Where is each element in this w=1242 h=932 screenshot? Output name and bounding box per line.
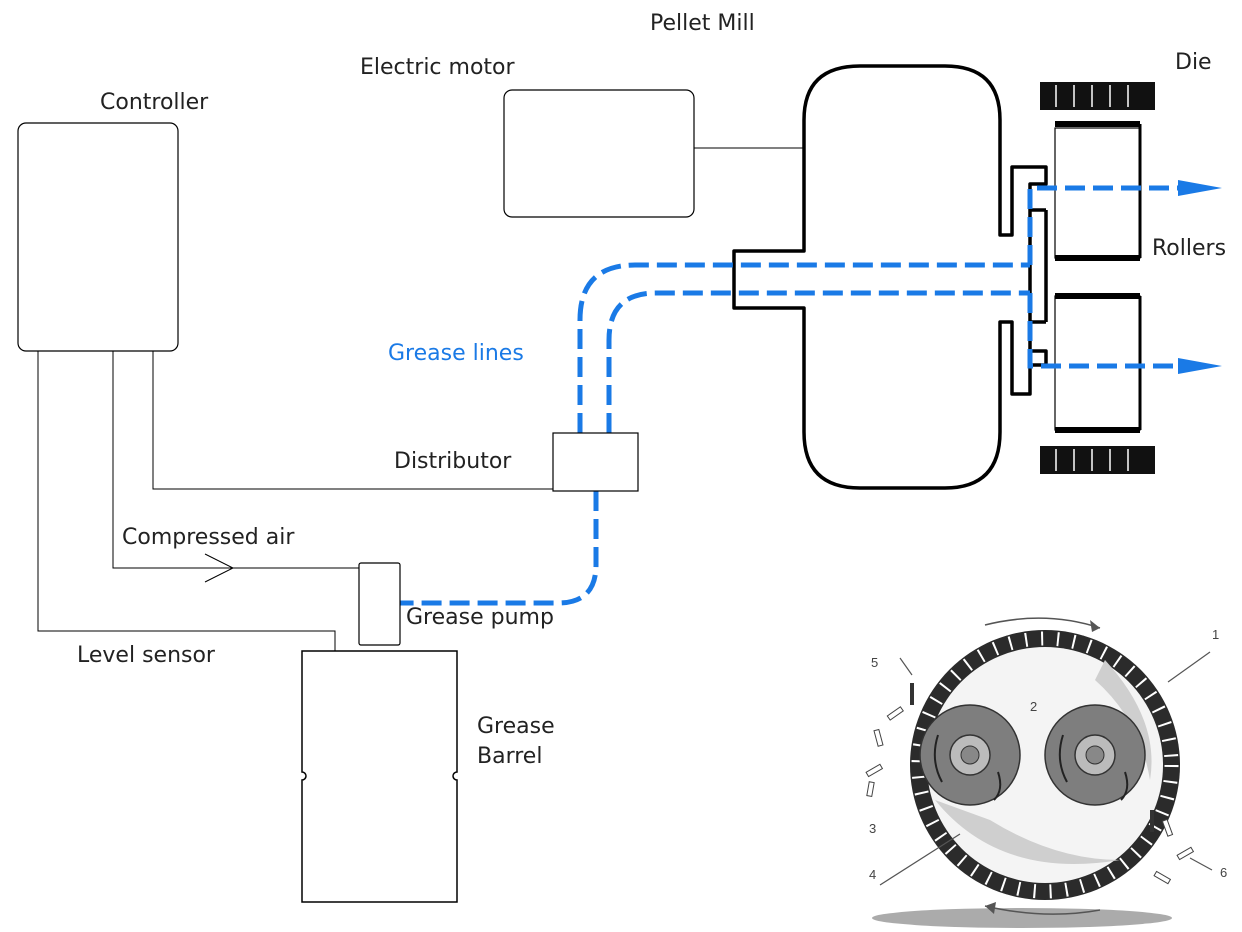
die-label: Die (1175, 50, 1212, 75)
grease-line-upper-branch (1027, 185, 1190, 265)
die-bottom (1040, 446, 1155, 474)
die-figure-number: 4 (869, 867, 877, 882)
die-figure-number: 6 (1220, 865, 1228, 880)
grease-arrow-upper (1178, 180, 1222, 196)
upper-roller (1054, 121, 1142, 261)
grease-barrel-label-line1: Grease (477, 714, 555, 739)
die-figure-number: 1 (1212, 627, 1220, 642)
die-roller-illustration (865, 617, 1213, 928)
grease-barrel-label-line2: Barrel (477, 744, 543, 769)
die-figure-number: 2 (1030, 699, 1038, 714)
die-figure-number: 5 (871, 655, 879, 670)
level-sensor-line (37, 351, 336, 651)
grease-pump-box (358, 562, 401, 646)
distributor-label: Distributor (394, 449, 512, 474)
compressed-air-arrow (204, 553, 235, 583)
electric-motor-box (503, 89, 695, 218)
grease-lines (400, 185, 1190, 606)
rollers-label: Rollers (1152, 236, 1227, 261)
lower-roller (1054, 293, 1142, 433)
die-figure-number: 3 (869, 821, 877, 836)
grease-arrow-lower (1178, 358, 1222, 374)
grease-line-pump-to-distributor (400, 491, 599, 606)
grease-line-lower-branch (1027, 293, 1190, 369)
die-top (1040, 82, 1155, 110)
controller-label: Controller (100, 90, 209, 115)
electric-motor-label: Electric motor (360, 55, 515, 80)
grease-line-inner (606, 290, 1030, 433)
grease-line-outer (577, 262, 1030, 433)
grease-barrel (301, 650, 458, 903)
level-sensor-label: Level sensor (77, 643, 215, 668)
compressed-air-line (112, 351, 359, 569)
grease-pump-label: Grease pump (406, 605, 554, 630)
pellet-mill-body (732, 64, 1048, 490)
controller-to-distributor-line (152, 351, 553, 490)
distributor-box (552, 432, 639, 492)
compressed-air-label: Compressed air (122, 525, 295, 550)
pellet-mill-label: Pellet Mill (650, 11, 755, 36)
grease-lines-label: Grease lines (388, 341, 524, 366)
controller-box (17, 122, 179, 352)
